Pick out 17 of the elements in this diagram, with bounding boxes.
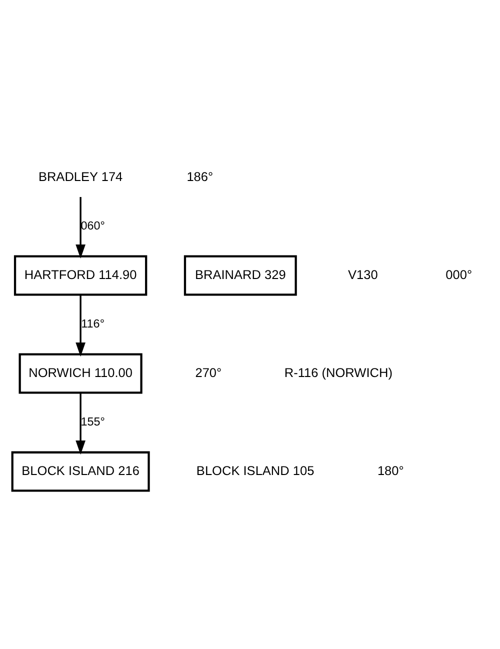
- label: V130: [348, 266, 378, 282]
- edge-label: 116°: [81, 317, 105, 330]
- arrow: [76, 393, 86, 455]
- label: R-116 (NORWICH): [284, 364, 392, 380]
- label: 000°: [446, 266, 472, 282]
- node-box: NORWICH 110.00: [18, 353, 142, 394]
- edge-label: 155°: [80, 416, 105, 429]
- arrow: [76, 295, 86, 357]
- node-text: BRADLEY 174: [38, 168, 123, 184]
- node-box: BLOCK ISLAND 216: [11, 451, 150, 492]
- label: 270°: [195, 364, 222, 380]
- node-box: BRAINARD 329: [184, 255, 297, 296]
- node-text: BLOCK ISLAND 105: [196, 462, 314, 478]
- label: 180°: [377, 462, 404, 478]
- label: 186°: [186, 168, 214, 184]
- node-box: HARTFORD 114.90: [14, 255, 148, 296]
- arrow: [76, 197, 86, 259]
